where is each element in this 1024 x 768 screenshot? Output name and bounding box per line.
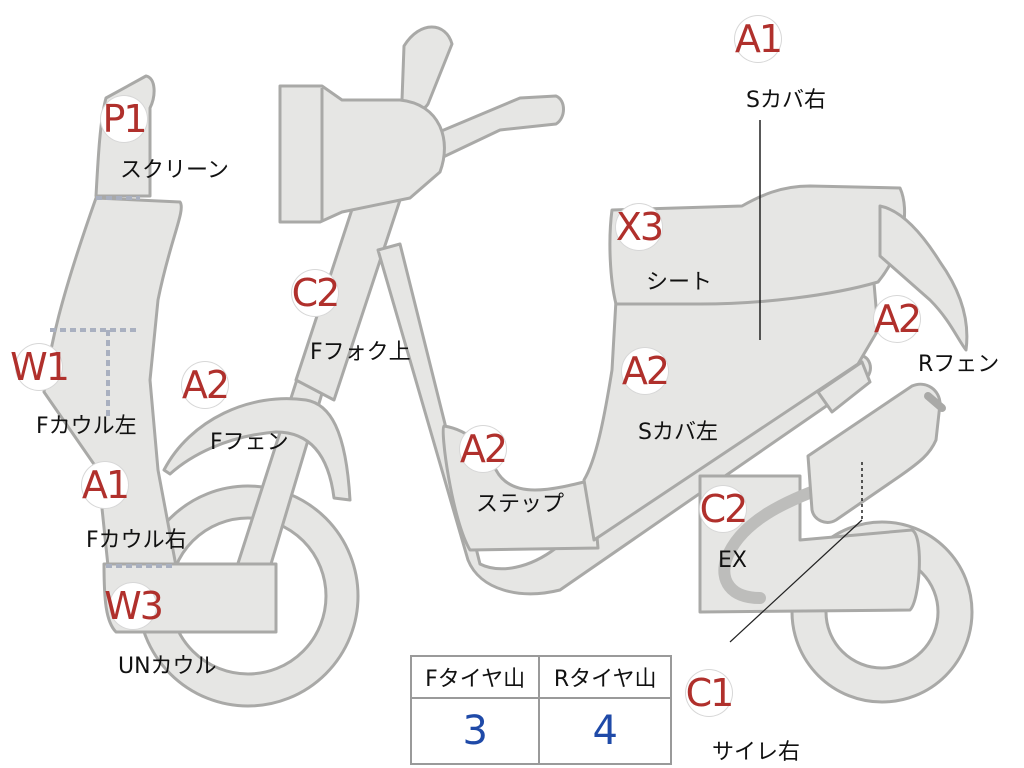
part-label-front-cowl-left: Fカウル左 bbox=[36, 414, 137, 439]
engine-block bbox=[698, 474, 921, 614]
part-label-front-fender: Fフェン bbox=[210, 430, 289, 455]
part-label-step: ステップ bbox=[476, 492, 565, 517]
muffler bbox=[806, 382, 942, 524]
part-label-rear-fender: Rフェン bbox=[918, 352, 1000, 377]
grade-badge: C2 bbox=[291, 270, 340, 316]
grade-badge: A1 bbox=[734, 16, 783, 62]
grade-badge: C1 bbox=[685, 670, 734, 716]
headlight-housing bbox=[278, 84, 446, 224]
grade-badge: A2 bbox=[621, 348, 670, 394]
tire-table-header-row: Fタイヤ山 Rタイヤ山 bbox=[409, 655, 672, 699]
grade-badge: C2 bbox=[699, 486, 748, 532]
front-tire-header: Fタイヤ山 bbox=[409, 655, 541, 699]
part-label-under-cowl: UNカウル bbox=[118, 654, 217, 679]
grade-badge: W1 bbox=[10, 344, 70, 390]
part-label-exhaust: EX bbox=[718, 548, 747, 573]
handlebar bbox=[418, 94, 565, 170]
front-cowl bbox=[42, 196, 183, 568]
rear-shock bbox=[816, 360, 872, 414]
muffler-tip bbox=[924, 392, 946, 412]
leader-line-silencer bbox=[729, 519, 863, 643]
rear-tire-value: 4 bbox=[538, 697, 672, 765]
grade-badge: A1 bbox=[81, 462, 130, 508]
front-fender bbox=[162, 397, 352, 502]
part-label-side-cover-right: Sカバ右 bbox=[746, 88, 826, 113]
part-label-front-fork-upper: Fフォク上 bbox=[310, 340, 411, 365]
grade-badge: A2 bbox=[873, 296, 922, 342]
part-label-side-cover-left: Sカバ左 bbox=[638, 420, 718, 445]
front-tire-value: 3 bbox=[409, 697, 541, 765]
seat bbox=[608, 184, 907, 306]
rear-tire-header: Rタイヤ山 bbox=[538, 655, 672, 699]
exhaust-pipe bbox=[718, 482, 828, 604]
grade-badge: A2 bbox=[459, 426, 508, 472]
part-label-screen: スクリーン bbox=[120, 158, 229, 183]
grade-badge: A2 bbox=[181, 362, 230, 408]
grade-badge: P1 bbox=[101, 96, 148, 142]
grade-badge: W3 bbox=[104, 583, 164, 629]
tire-tread-table: Fタイヤ山 Rタイヤ山 3 4 bbox=[409, 655, 672, 765]
mirror bbox=[400, 25, 454, 113]
rear-grip bbox=[878, 204, 969, 352]
part-label-seat: シート bbox=[646, 270, 713, 295]
grade-badge: X3 bbox=[615, 204, 664, 250]
part-label-silencer-right: サイレ右 bbox=[712, 740, 801, 765]
part-label-front-cowl-right: Fカウル右 bbox=[86, 528, 187, 553]
tire-table-value-row: 3 4 bbox=[409, 697, 672, 765]
